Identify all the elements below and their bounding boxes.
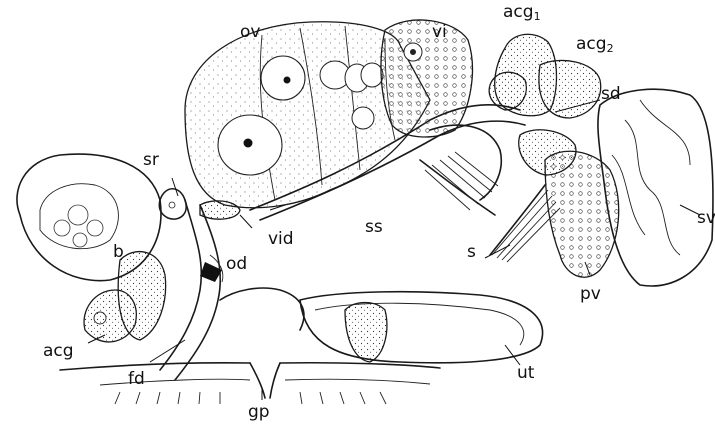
label-seminal-receptacle: sr <box>143 152 159 169</box>
label-acg2-main: acg <box>576 34 607 54</box>
label-spines: s <box>467 244 476 261</box>
label-acg1-sub: 1 <box>534 10 541 23</box>
label-accessory-gland-1: acg1 <box>503 4 541 22</box>
penis-valve <box>519 130 619 277</box>
label-vitelline-duct: vid <box>268 231 294 248</box>
label-bursa: b <box>113 244 124 261</box>
vitellarium <box>381 20 472 137</box>
uterus <box>300 292 543 363</box>
accessory-gland-2 <box>539 60 601 118</box>
accessory-gland <box>84 252 166 342</box>
label-oviduct: od <box>226 256 247 273</box>
label-female-duct: fd <box>128 371 145 388</box>
label-penis-valve: pv <box>580 286 601 303</box>
label-uterus: ut <box>517 365 534 382</box>
label-accessory-gland-lower: acg <box>43 343 74 360</box>
label-seminal-vesicle: sv <box>697 210 715 227</box>
label-stylet: ss <box>365 219 383 236</box>
body-wall <box>60 363 440 404</box>
label-acg1-main: acg <box>503 2 534 22</box>
oviduct <box>160 200 220 380</box>
label-acg2-sub: 2 <box>607 42 614 55</box>
female-duct <box>200 255 304 330</box>
label-vitellarium: vi <box>432 24 447 41</box>
label-ovary: ov <box>240 24 260 41</box>
label-accessory-gland-2: acg2 <box>576 36 614 54</box>
label-seminal-duct: sd <box>601 86 621 103</box>
label-genital-pore: gp <box>248 404 270 421</box>
